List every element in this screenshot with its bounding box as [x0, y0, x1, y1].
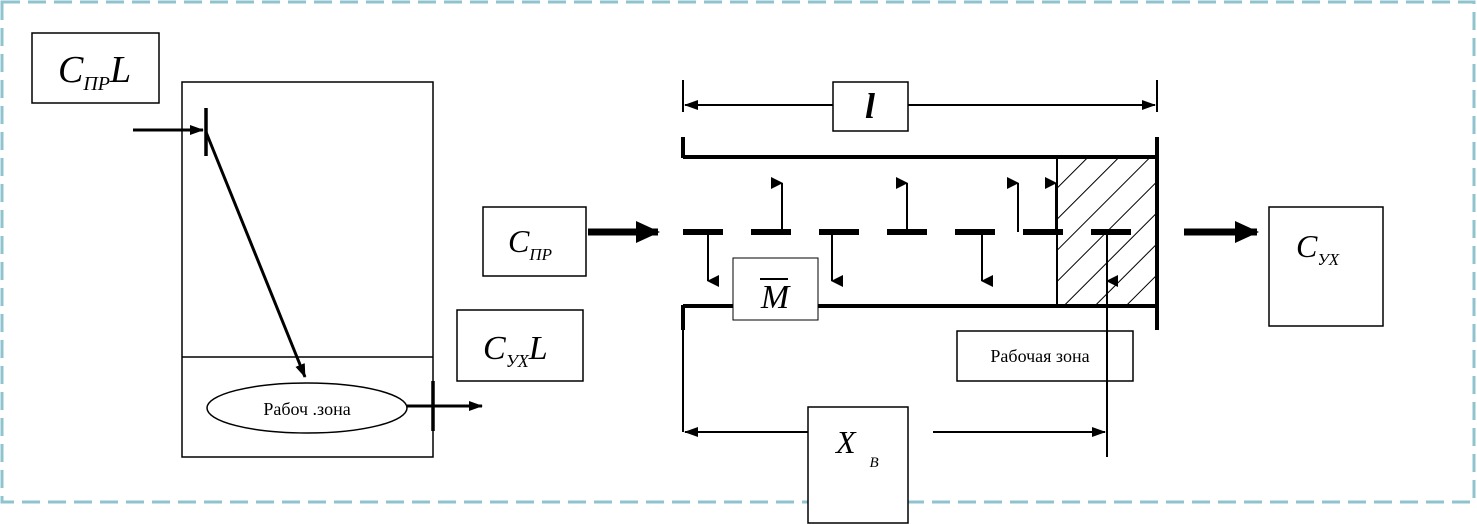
mean-label: M — [760, 279, 791, 316]
outer-frame — [0, 0, 1476, 504]
work-zone-label: Рабочая зона — [990, 346, 1089, 366]
right-panel: l M CПР CУХ — [482, 80, 1384, 524]
right-outlet-label-box — [1268, 206, 1384, 327]
xb-label: XВ — [834, 424, 879, 471]
left-outlet-label: CУХL — [483, 330, 548, 371]
right-inlet-label-box — [482, 206, 587, 277]
left-outlet-label-box — [456, 309, 584, 382]
left-work-zone-ellipse — [206, 382, 408, 434]
right-inlet-label: CПР — [508, 223, 552, 264]
mean-label-box — [732, 257, 819, 321]
length-label-box — [832, 81, 909, 132]
left-column — [181, 81, 434, 458]
length-label: l — [865, 86, 875, 126]
left-inlet-label: CПРL — [58, 49, 131, 95]
xb-label-box — [807, 406, 909, 524]
right-outlet-label: CУХ — [1296, 228, 1340, 269]
left-panel: CПРL Рабоч .зона CУХL — [31, 32, 584, 458]
left-work-zone-label: Рабоч .зона — [263, 399, 350, 419]
left-diagonal-arrow — [204, 131, 307, 378]
left-inlet-label-box — [31, 32, 160, 104]
work-zone-label-box — [956, 330, 1134, 382]
